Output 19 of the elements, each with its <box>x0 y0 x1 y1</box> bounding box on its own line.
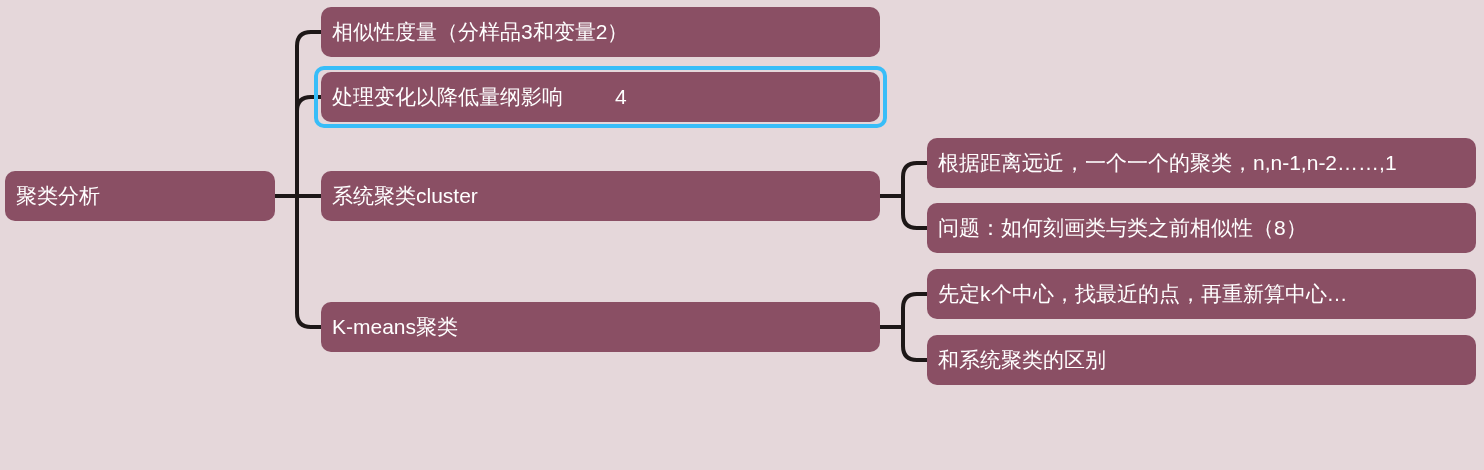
topic-box <box>321 171 880 221</box>
topic-box <box>321 7 880 57</box>
topic-box <box>927 335 1476 385</box>
topic-box <box>927 138 1476 188</box>
topic-text: 先定k个中心，找最近的点，再重新算中心… <box>938 281 1348 308</box>
topic-text: 聚类分析 <box>16 183 100 210</box>
topic-box <box>321 302 880 352</box>
topic-text: 和系统聚类的区别 <box>938 347 1106 374</box>
topic-text: 相似性度量（分样品3和变量2） <box>332 19 629 46</box>
topic-text: K-means聚类 <box>332 314 459 341</box>
topic-text: 处理变化以降低量纲影响 <box>332 84 563 111</box>
topic-box <box>927 269 1476 319</box>
topic-text: 4 <box>615 84 627 111</box>
topic-box <box>5 171 275 221</box>
topic-text: 系统聚类cluster <box>332 183 478 210</box>
topic-text: 根据距离远近，一个一个的聚类，n,n-1,n-2……,1 <box>938 150 1397 177</box>
topic-text: 问题：如何刻画类与类之前相似性（8） <box>938 215 1307 242</box>
topic-box <box>927 203 1476 253</box>
topic-box <box>321 72 880 122</box>
